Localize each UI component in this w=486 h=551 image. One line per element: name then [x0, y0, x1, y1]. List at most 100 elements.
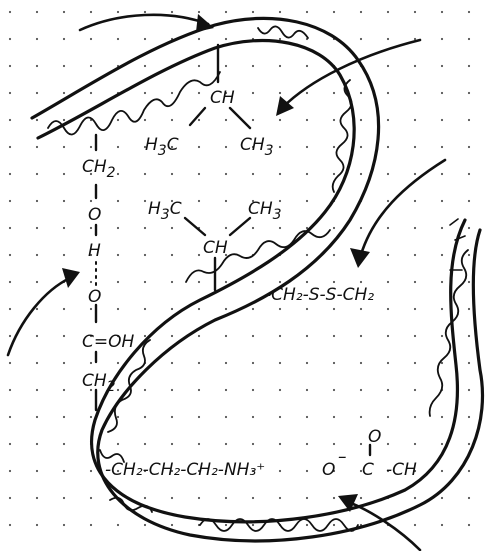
grid-dot — [467, 172, 471, 176]
label-bottom-o: O — [322, 460, 335, 480]
grid-dot — [8, 64, 12, 68]
grid-dot — [62, 307, 66, 311]
grid-dot — [440, 334, 444, 338]
grid-dot — [62, 145, 66, 149]
grid-dot — [413, 361, 417, 365]
grid-dot — [251, 280, 255, 284]
grid-dot — [251, 172, 255, 176]
grid-dot — [413, 280, 417, 284]
grid-dot — [278, 415, 282, 419]
chemical-labels: CH H3C CH3 CH2 O H O C=OH CH2 H3C CH3 CH… — [82, 88, 417, 480]
grid-dot — [332, 334, 336, 338]
grid-dot — [170, 388, 174, 392]
grid-dot — [143, 10, 147, 14]
grid-dot — [305, 226, 309, 230]
grid-dot — [143, 442, 147, 446]
grid-dot — [170, 469, 174, 473]
grid-dot — [467, 361, 471, 365]
grid-dot — [278, 307, 282, 311]
grid-dot — [143, 280, 147, 284]
grid-dot — [62, 442, 66, 446]
grid-dot — [386, 280, 390, 284]
grid-dot — [413, 523, 417, 527]
grid-dot — [386, 37, 390, 41]
grid-dot — [8, 361, 12, 365]
grid-dot — [62, 361, 66, 365]
grid-dot — [116, 280, 120, 284]
grid-dot — [413, 172, 417, 176]
grid-dot — [440, 64, 444, 68]
grid-dot — [116, 10, 120, 14]
grid-dot — [170, 226, 174, 230]
grid-dot — [251, 442, 255, 446]
grid-dot — [467, 280, 471, 284]
grid-dot — [386, 118, 390, 122]
grid-dot — [251, 91, 255, 95]
grid-dot — [116, 415, 120, 419]
grid-dot — [251, 10, 255, 14]
grid-dot — [170, 496, 174, 500]
grid-dot — [224, 334, 228, 338]
grid-dot — [359, 10, 363, 14]
label-ch2-left: CH2 — [82, 157, 116, 181]
grid-dot — [89, 307, 93, 311]
grid-dot — [197, 118, 201, 122]
grid-dot — [170, 361, 174, 365]
grid-dot — [170, 442, 174, 446]
grid-dot — [440, 496, 444, 500]
grid-dot — [224, 226, 228, 230]
grid-dot — [305, 388, 309, 392]
grid-dot — [8, 37, 12, 41]
grid-dot — [467, 442, 471, 446]
grid-dot — [359, 415, 363, 419]
grid-dot — [224, 145, 228, 149]
grid-dot — [359, 307, 363, 311]
grid-dot — [413, 253, 417, 257]
grid-dot — [332, 469, 336, 473]
grid-dot — [467, 91, 471, 95]
grid-dot — [467, 10, 471, 14]
grid-dot — [116, 37, 120, 41]
grid-dot — [89, 280, 93, 284]
grid-dot — [413, 37, 417, 41]
grid-dot — [278, 145, 282, 149]
grid-dot — [89, 37, 93, 41]
grid-dot — [62, 37, 66, 41]
grid-dot — [35, 334, 39, 338]
grid-dot — [440, 145, 444, 149]
grid-dot — [467, 226, 471, 230]
grid-dot — [116, 388, 120, 392]
grid-dot — [197, 37, 201, 41]
grid-dot — [386, 253, 390, 257]
grid-dot — [359, 469, 363, 473]
grid-dot — [89, 172, 93, 176]
grid-dot — [8, 415, 12, 419]
grid-dot — [143, 523, 147, 527]
grid-dot — [170, 145, 174, 149]
grid-dot — [440, 37, 444, 41]
grid-dot — [413, 442, 417, 446]
grid-dot — [332, 361, 336, 365]
grid-dot — [170, 415, 174, 419]
grid-dot — [332, 10, 336, 14]
grid-dot — [413, 496, 417, 500]
grid-dot — [359, 172, 363, 176]
grid-dot — [467, 496, 471, 500]
grid-dot — [8, 172, 12, 176]
grid-dot — [278, 37, 282, 41]
grid-dot — [116, 307, 120, 311]
grid-dot — [467, 199, 471, 203]
grid-dot — [251, 361, 255, 365]
grid-dot — [143, 415, 147, 419]
grid-dot — [62, 334, 66, 338]
grid-dot — [35, 118, 39, 122]
grid-dot — [278, 361, 282, 365]
grid-dot — [467, 253, 471, 257]
grid-dot — [143, 172, 147, 176]
grid-dot — [35, 199, 39, 203]
grid-dot — [89, 334, 93, 338]
grid-dot — [89, 415, 93, 419]
grid-dot — [143, 226, 147, 230]
grid-dot — [116, 469, 120, 473]
grid-dot — [89, 388, 93, 392]
